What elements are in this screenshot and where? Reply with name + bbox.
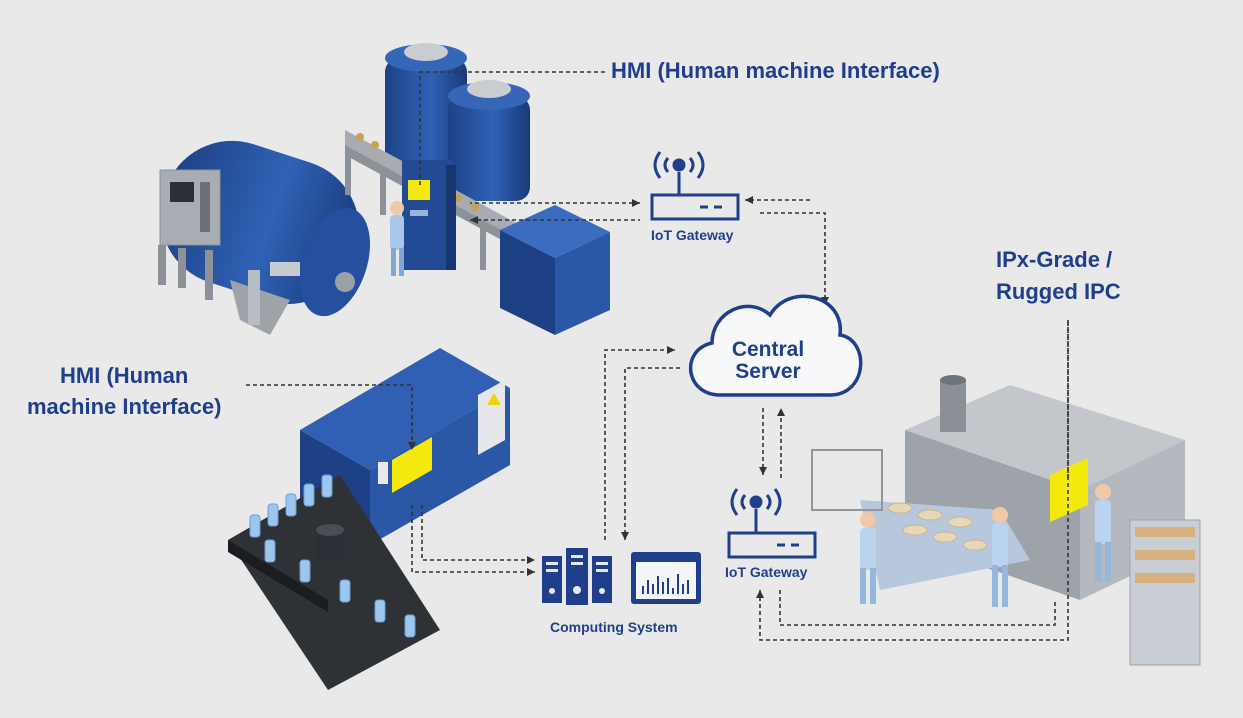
baker-figures bbox=[860, 484, 1111, 607]
central-server-label-line1: Central bbox=[731, 338, 805, 361]
top-left-factory-illustration bbox=[158, 43, 610, 335]
bottom-left-bottling-line bbox=[228, 348, 510, 690]
ipc-label-line1: IPx-Grade / bbox=[996, 247, 1113, 272]
ipc-label-line2: Rugged IPC bbox=[996, 279, 1121, 304]
central-server-label-line2: Server bbox=[735, 360, 801, 383]
arrow-heads bbox=[408, 196, 829, 598]
bakery-oven-line bbox=[811, 375, 1201, 666]
hmi-left-label-line2: machine Interface) bbox=[27, 394, 222, 419]
hmi-top-label: HMI (Human machine Interface) bbox=[611, 58, 940, 83]
vertical-tanks bbox=[385, 43, 530, 201]
iot-gateway-bottom-label: IoT Gateway bbox=[725, 564, 808, 580]
cloud-icon bbox=[688, 294, 863, 397]
horizontal-tank bbox=[158, 140, 371, 335]
hmi-left-label-line1: HMI (Human bbox=[60, 363, 189, 388]
dashed-connections bbox=[246, 71, 1069, 641]
server-rack-icon bbox=[542, 548, 612, 605]
control-cabinet-hmi bbox=[402, 160, 456, 270]
router-icon bbox=[727, 488, 817, 559]
iot-gateway-top-label: IoT Gateway bbox=[651, 227, 734, 243]
router-icon bbox=[650, 151, 740, 221]
computing-system-label: Computing System bbox=[550, 619, 678, 635]
chart-monitor-icon bbox=[631, 552, 701, 604]
packaging-cube-machine bbox=[500, 205, 610, 335]
operator-figure-top bbox=[390, 201, 404, 276]
